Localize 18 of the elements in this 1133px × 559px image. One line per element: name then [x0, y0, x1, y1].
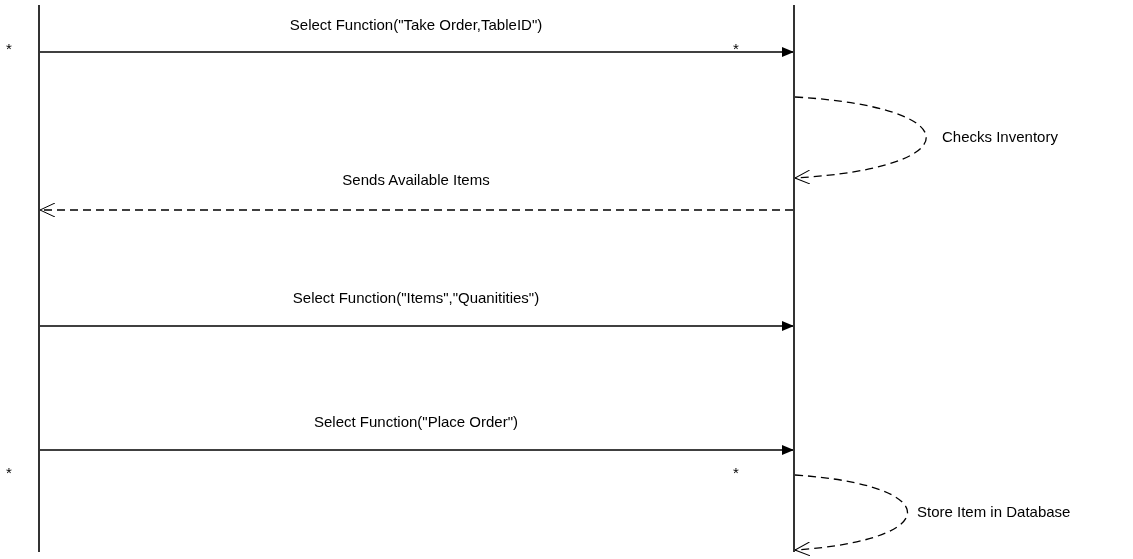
multiplicity-mark: *	[6, 464, 12, 481]
return-message-arrow	[39, 202, 794, 218]
multiplicity-mark: *	[6, 40, 12, 57]
multiplicity-mark: *	[733, 40, 739, 57]
message-label: Checks Inventory	[942, 128, 1058, 145]
message-label: Sends Available Items	[342, 171, 490, 188]
message-arrow	[39, 47, 794, 57]
message-arrow	[39, 321, 794, 331]
message-label: Select Function("Take Order,TableID")	[289, 16, 543, 33]
message-label: Select Function("Place Order")	[313, 413, 519, 430]
message-label: Select Function("Items","Quanitities")	[292, 289, 540, 306]
message-arrow	[39, 445, 794, 455]
multiplicity-mark: *	[733, 464, 739, 481]
lifeline	[793, 5, 795, 552]
self-message-arrow	[794, 96, 927, 185]
lifeline	[38, 5, 40, 552]
self-message-arrow	[794, 474, 909, 556]
message-label: Store Item in Database	[917, 503, 1071, 520]
